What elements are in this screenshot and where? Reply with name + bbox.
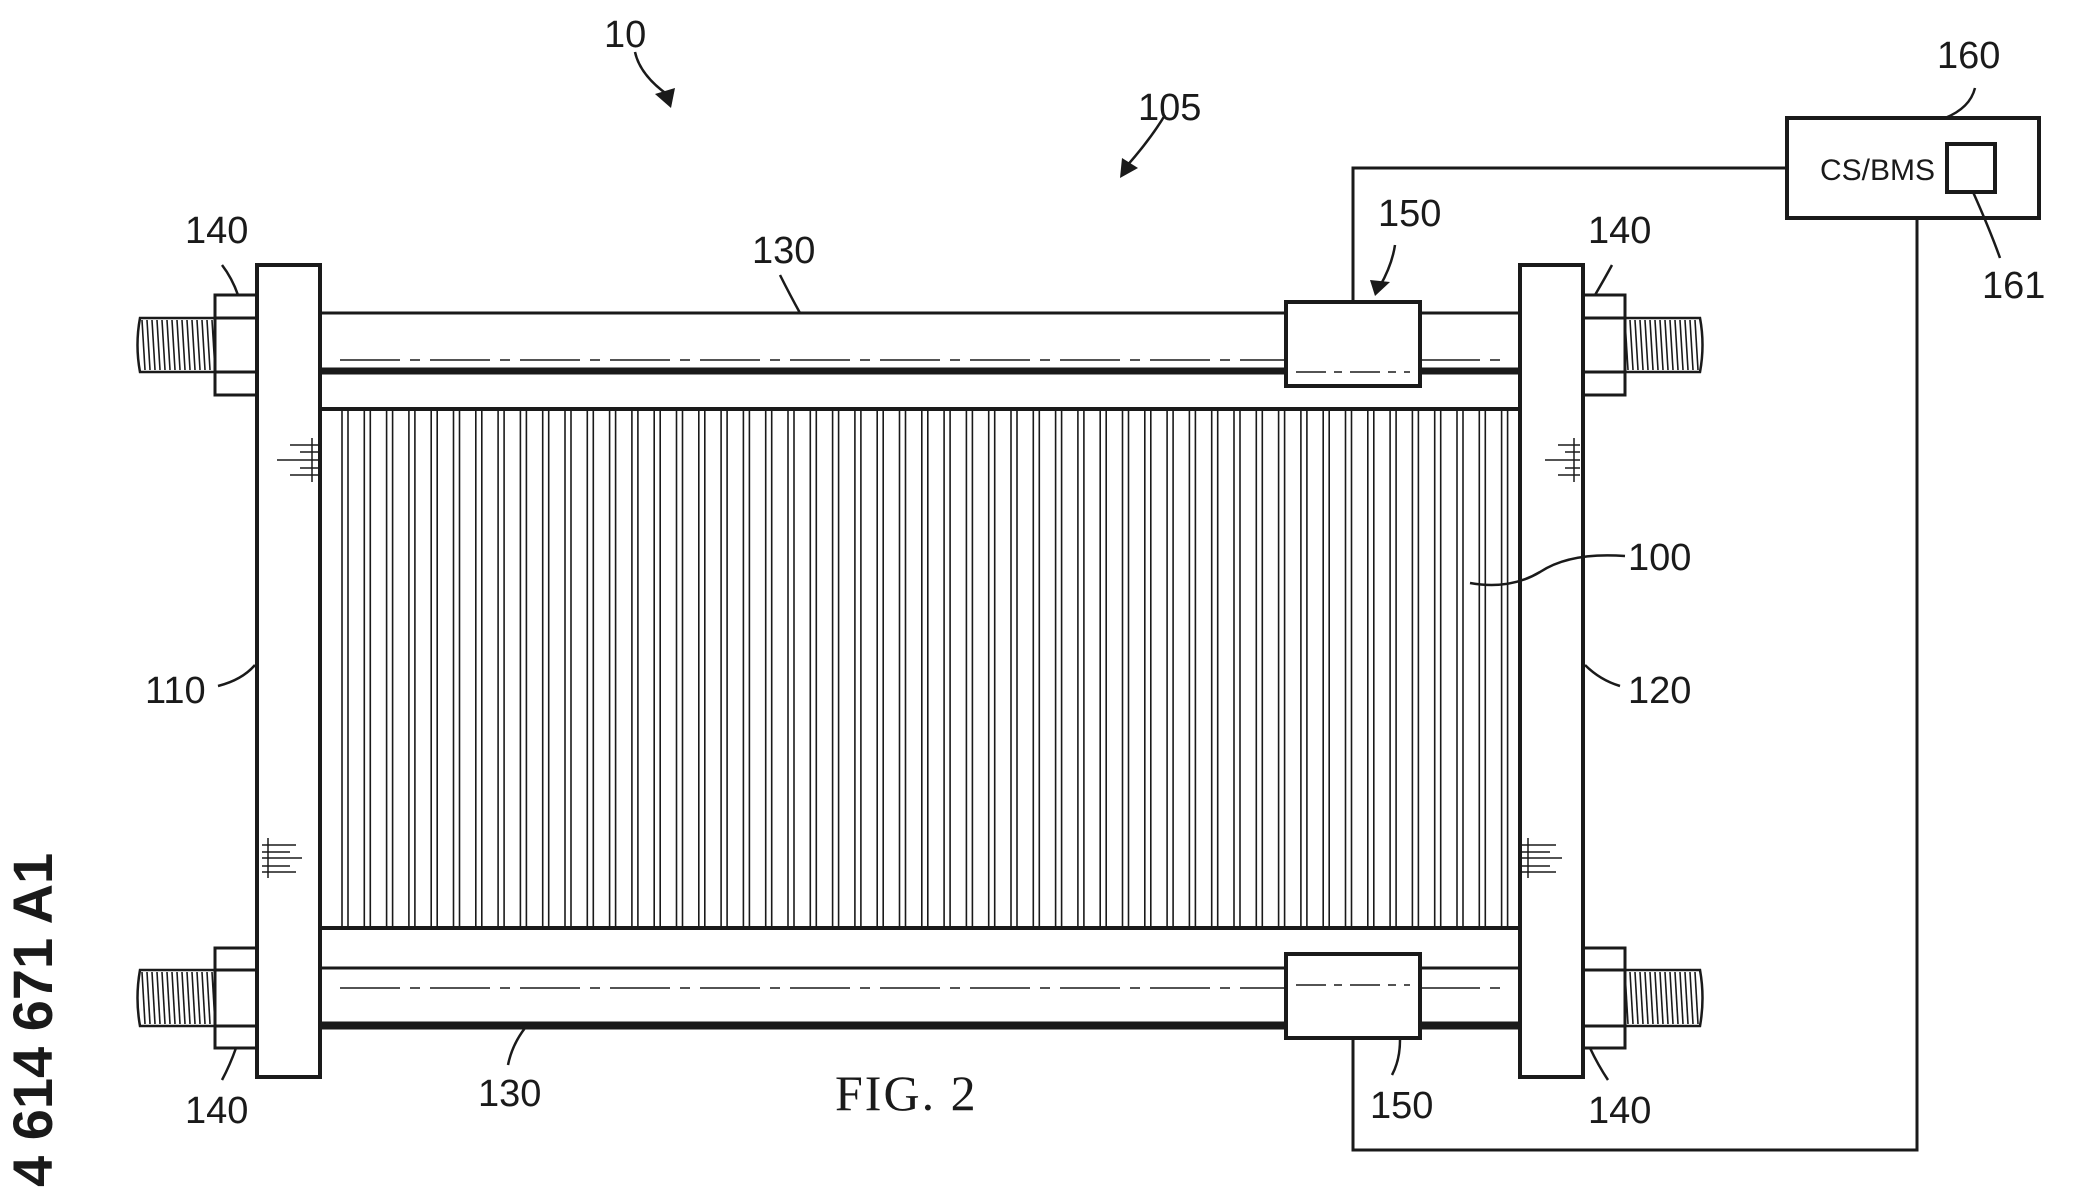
label-161: 161: [1982, 265, 2045, 307]
label-140-bottom-left: 140: [185, 1090, 248, 1132]
thread-line: [152, 972, 155, 1024]
label-105: 105: [1138, 87, 1201, 129]
thread-line: [207, 320, 210, 370]
thread-line: [1630, 320, 1633, 370]
thread-line: [172, 320, 175, 370]
thread-line: [1650, 320, 1653, 370]
thread-line: [1635, 972, 1638, 1024]
thread-line: [147, 972, 150, 1024]
label-140-bottom-right: 140: [1588, 1090, 1651, 1132]
thread-line: [147, 320, 150, 370]
thread-line: [152, 320, 155, 370]
thread-line: [1645, 320, 1648, 370]
label-130-bottom: 130: [478, 1073, 541, 1115]
thread-line: [162, 972, 165, 1024]
thread-line: [172, 972, 175, 1024]
thread-line: [1670, 972, 1673, 1024]
sensor-top: [1286, 302, 1420, 386]
thread-line: [167, 320, 170, 370]
thread-line: [157, 972, 160, 1024]
thread-line: [167, 972, 170, 1024]
end-plate-right: [1520, 265, 1583, 1077]
thread-line: [1695, 972, 1698, 1024]
label-120: 120: [1628, 670, 1691, 712]
thread-line: [157, 320, 160, 370]
end-plate-left: [257, 265, 320, 1077]
thread-line: [177, 320, 180, 370]
label-100: 100: [1628, 537, 1691, 579]
nut-bottom-left: [215, 948, 257, 1048]
thread-line: [187, 320, 190, 370]
nut-top-right: [1583, 295, 1625, 395]
thread-line: [197, 320, 200, 370]
sensor-bottom: [1286, 954, 1420, 1038]
cell-stack: [320, 409, 1520, 928]
thread-line: [1690, 320, 1693, 370]
thread-line: [142, 320, 145, 370]
thread-line: [1675, 972, 1678, 1024]
thread-line: [1640, 320, 1643, 370]
thread-line: [177, 972, 180, 1024]
thread-line: [202, 320, 205, 370]
thread-line: [182, 972, 185, 1024]
nut-top-left: [215, 295, 257, 395]
thread-line: [1635, 320, 1638, 370]
thread-line: [142, 972, 145, 1024]
controller-subunit: [1947, 144, 1995, 192]
thread-line: [197, 972, 200, 1024]
thread-line: [192, 972, 195, 1024]
thread-line: [1675, 320, 1678, 370]
thread-line: [1640, 972, 1643, 1024]
label-110: 110: [145, 670, 206, 712]
thread-line: [1665, 972, 1668, 1024]
thread-line: [1655, 320, 1658, 370]
thread-line: [182, 320, 185, 370]
thread-line: [1630, 972, 1633, 1024]
thread-line: [192, 320, 195, 370]
thread-line: [1670, 320, 1673, 370]
label-150-top: 150: [1378, 193, 1441, 235]
thread-line: [1660, 320, 1663, 370]
thread-line: [187, 972, 190, 1024]
label-140-top-right: 140: [1588, 210, 1651, 252]
thread-line: [1680, 972, 1683, 1024]
thread-line: [1685, 972, 1688, 1024]
thread-line: [1665, 320, 1668, 370]
label-10: 10: [604, 14, 646, 56]
thread-line: [207, 972, 210, 1024]
thread-line: [1645, 972, 1648, 1024]
thread-line: [202, 972, 205, 1024]
nut-bottom-right: [1583, 948, 1625, 1048]
thread-line: [1685, 320, 1688, 370]
thread-line: [1655, 972, 1658, 1024]
label-140-top-left: 140: [185, 210, 248, 252]
thread-line: [162, 320, 165, 370]
thread-line: [1680, 320, 1683, 370]
label-130-top: 130: [752, 230, 815, 272]
label-160: 160: [1937, 35, 2000, 77]
thread-line: [1690, 972, 1693, 1024]
thread-line: [1660, 972, 1663, 1024]
thread-line: [1695, 320, 1698, 370]
thread-line: [1650, 972, 1653, 1024]
figure-caption: FIG. 2: [835, 1065, 978, 1121]
side-document-number: 4 614 671 A1: [1, 853, 64, 1187]
label-150-bottom: 150: [1370, 1085, 1433, 1127]
controller-text: CS/BMS: [1820, 154, 1935, 187]
